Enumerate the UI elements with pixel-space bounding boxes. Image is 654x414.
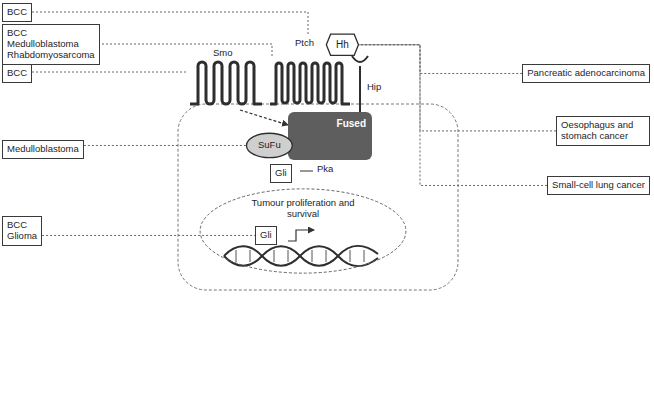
cancer-box: Medulloblastoma bbox=[2, 140, 84, 159]
ligand-hexagon: Hh bbox=[326, 34, 359, 56]
cancer-box: Small-cell lung cancer bbox=[547, 176, 650, 195]
cancer-box: BCC bbox=[2, 3, 32, 22]
node-text: SuFu bbox=[258, 140, 281, 151]
part-label: Hip bbox=[366, 82, 382, 93]
node-text: Gli bbox=[275, 168, 287, 179]
dna-strand bbox=[224, 246, 378, 266]
node-text: Oesophagus and stomach cancer bbox=[561, 120, 645, 142]
cancer-box: Pancreatic adenocarcinoma bbox=[522, 64, 650, 83]
leader-edge bbox=[84, 145, 246, 146]
leader-edge bbox=[42, 235, 255, 236]
part-label: Smo bbox=[212, 48, 234, 59]
node-text: BCC Medulloblastoma Rhabdomyosarcoma bbox=[7, 28, 95, 61]
part-label: Ptch bbox=[294, 38, 315, 49]
node-text: Pancreatic adenocarcinoma bbox=[527, 68, 645, 79]
protein-box: Gli bbox=[270, 164, 292, 183]
protein-box: Fused bbox=[288, 112, 372, 160]
ptch-receptor bbox=[270, 63, 350, 104]
leader-edge bbox=[359, 45, 547, 186]
cancer-box: BCC bbox=[2, 64, 32, 83]
part-label: Pka bbox=[316, 164, 334, 175]
cancer-box: Oesophagus and stomach cancer bbox=[556, 116, 650, 146]
leader-edge bbox=[359, 45, 556, 131]
cell-outline bbox=[178, 104, 458, 290]
cancer-box: BCC Medulloblastoma Rhabdomyosarcoma bbox=[2, 24, 100, 65]
leader-line bbox=[20, 72, 186, 73]
smo-receptor bbox=[190, 62, 262, 104]
phospho-link bbox=[300, 171, 313, 172]
transcription-arrow bbox=[288, 230, 314, 241]
node-text: BCC bbox=[7, 68, 27, 79]
leader-edge bbox=[359, 45, 522, 74]
protein-box: Gli bbox=[255, 226, 277, 245]
node-text: Medulloblastoma bbox=[7, 144, 79, 155]
node-text: BCC Glioma bbox=[7, 220, 37, 242]
cancer-box: BCC Glioma bbox=[2, 216, 42, 246]
protein-ellipse: SuFu bbox=[246, 133, 293, 158]
signal-arrow bbox=[240, 110, 288, 125]
node-text: Gli bbox=[260, 230, 272, 241]
node-text: Small-cell lung cancer bbox=[552, 180, 645, 191]
node-text: Fused bbox=[310, 118, 366, 130]
dna-strand bbox=[224, 246, 378, 266]
nucleus-ellipse: Tumour proliferation and survivalGli bbox=[198, 188, 408, 274]
node-text: Hh bbox=[336, 39, 349, 51]
node-text: BCC bbox=[7, 7, 27, 18]
dna-rungs bbox=[236, 250, 364, 262]
node-text: Tumour proliferation and survival bbox=[243, 198, 363, 220]
